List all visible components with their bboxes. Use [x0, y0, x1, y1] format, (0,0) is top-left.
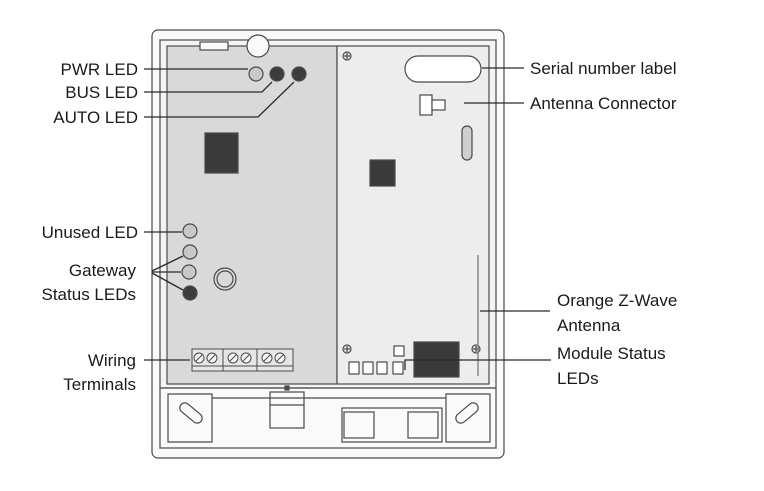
screw-slot	[208, 354, 216, 362]
right-mount-bracket	[445, 393, 491, 443]
pwr-led	[248, 66, 264, 82]
callout-labels: PWR LED BUS LED AUTO LED Unused LED Gate…	[42, 59, 678, 394]
label-wiring-line-2: Terminals	[63, 375, 136, 394]
leader-gateway-3	[151, 272, 184, 291]
module-screw-br	[471, 344, 481, 354]
label-antenna-connector: Antenna Connector	[530, 94, 677, 113]
housing-bottom	[159, 385, 497, 449]
module-chip	[369, 159, 396, 187]
gateway-status-led-2	[181, 264, 197, 280]
label-gateway-line-1: Gateway	[69, 261, 137, 280]
label-gateway-line-2: Status LEDs	[42, 285, 137, 304]
label-bus-led: BUS LED	[65, 83, 138, 102]
gateway-status-led-1	[182, 244, 198, 260]
screw-slot	[195, 354, 203, 362]
left-board-components	[181, 66, 307, 301]
leader-lines	[144, 67, 551, 370]
label-antenna-line-1: Orange Z-Wave	[557, 291, 677, 310]
leader-gateway-1	[151, 255, 184, 272]
screw-slot	[229, 354, 237, 362]
left-mount-bracket	[167, 393, 213, 443]
main-chip	[204, 132, 239, 174]
bottom-cutout-left	[343, 411, 375, 439]
module-status-led-1	[348, 361, 360, 375]
module-screw-bl	[342, 344, 352, 354]
module-screw-tl	[342, 51, 352, 61]
left-mount-slot	[179, 402, 203, 424]
zwave-module-board	[336, 45, 490, 385]
bottom-cutout	[341, 407, 443, 443]
label-serial-number: Serial number label	[530, 59, 676, 78]
label-unused-led: Unused LED	[42, 223, 138, 242]
bottom-cutout-right	[407, 411, 439, 439]
module-status-led-top	[393, 345, 405, 357]
auto-led	[291, 66, 307, 82]
gateway-status-led-3	[182, 285, 198, 301]
label-module-line-2: LEDs	[557, 369, 599, 388]
mount-hole-top	[246, 34, 270, 58]
label-auto-led: AUTO LED	[53, 108, 138, 127]
module-status-led-4	[392, 361, 404, 375]
label-antenna-line-2: Antenna	[557, 316, 621, 335]
module-status-led-2	[362, 361, 374, 375]
bus-led	[269, 66, 285, 82]
label-module-line-1: Module Status	[557, 344, 666, 363]
module-slot	[461, 125, 473, 161]
zwave-module-components	[342, 51, 482, 378]
bottom-tab-marker	[284, 385, 290, 391]
right-mount-slot	[455, 402, 479, 424]
leader-auto-led	[144, 81, 295, 118]
antenna-connector-tip	[431, 99, 446, 111]
wiring-terminal-block	[191, 348, 294, 372]
screw-slot	[242, 354, 250, 362]
reset-button-inner	[216, 270, 234, 288]
main-circuit-board	[166, 45, 338, 385]
unused-led	[182, 223, 198, 239]
screw-slot	[263, 354, 271, 362]
label-pwr-led: PWR LED	[61, 60, 138, 79]
leader-bus-led	[144, 81, 273, 93]
module-status-led-3	[376, 361, 388, 375]
serial-number-label	[404, 55, 482, 83]
bottom-tab	[269, 391, 305, 429]
antenna-connector-body	[419, 94, 433, 116]
bottom-panel	[159, 387, 497, 449]
top-notch	[199, 41, 229, 51]
screw-slot	[276, 354, 284, 362]
leader-module-status	[404, 359, 551, 370]
label-wiring-line-1: Wiring	[88, 351, 136, 370]
